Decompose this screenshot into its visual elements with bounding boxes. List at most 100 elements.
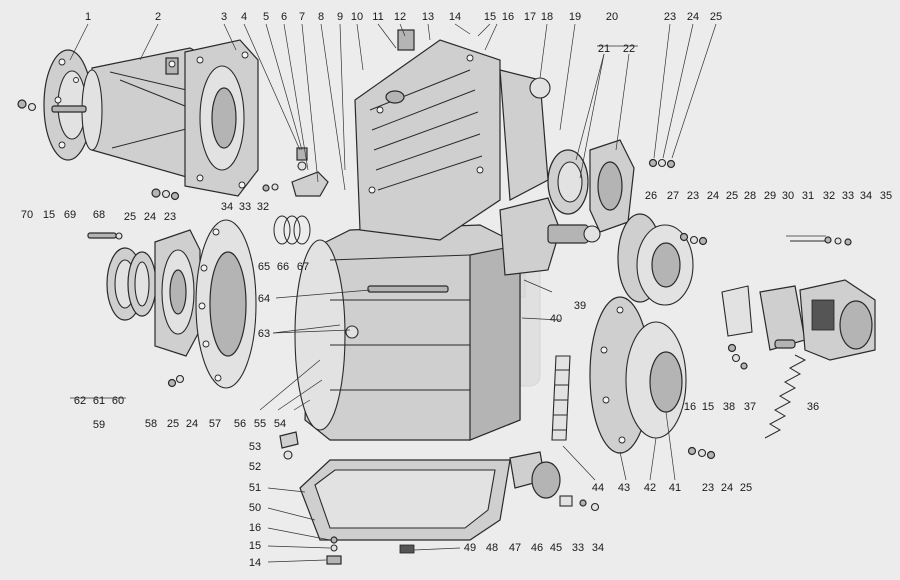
callout-label-67: 67 [297, 261, 309, 273]
callout-label-24d: 24 [186, 418, 198, 430]
bearing-rings [106, 247, 157, 321]
callout-label-23b: 23 [164, 211, 176, 223]
callout-label-5: 5 [263, 11, 269, 23]
bearing-housing [154, 229, 201, 357]
callout-label-45: 45 [550, 542, 562, 554]
callout-label-13: 13 [422, 11, 434, 23]
callout-label-48: 48 [486, 542, 498, 554]
callout-label-11: 11 [372, 11, 383, 23]
bracket-top-right [499, 69, 551, 201]
callout-label-7: 7 [299, 11, 305, 23]
callout-label-40: 40 [550, 313, 562, 325]
studs [345, 285, 449, 339]
washers-bottom-right [687, 446, 716, 460]
small-fittings [262, 147, 329, 197]
spring-36 [764, 339, 807, 439]
callout-label-46: 46 [531, 542, 543, 554]
callout-label-54: 54 [274, 418, 286, 430]
callout-label-66: 66 [277, 261, 289, 273]
bolt-68 [87, 232, 123, 240]
callout-label-24c: 24 [707, 190, 719, 202]
callout-label-1: 1 [85, 11, 91, 23]
callout-label-25d: 25 [167, 418, 179, 430]
callout-label-69: 69 [64, 209, 76, 221]
callout-label-6: 6 [281, 11, 287, 23]
callout-label-10: 10 [351, 11, 363, 23]
callout-label-37: 37 [744, 401, 756, 413]
leader-lines [69, 23, 826, 563]
callout-label-58: 58 [145, 418, 157, 430]
callout-label-30: 30 [782, 190, 794, 202]
callout-label-32b: 32 [823, 190, 835, 202]
washers-top-right [648, 158, 676, 169]
o-rings [273, 215, 311, 245]
callout-label-36: 36 [807, 401, 819, 413]
cylinder-housing [81, 47, 213, 179]
washers-lower-left [167, 374, 185, 388]
callout-label-2: 2 [155, 11, 161, 23]
callout-label-44: 44 [592, 482, 604, 494]
callout-label-49: 49 [464, 542, 476, 554]
callout-label-34b: 34 [860, 190, 872, 202]
callout-label-14t: 14 [449, 11, 461, 23]
callout-label-25b: 25 [124, 211, 136, 223]
callout-label-53: 53 [249, 441, 261, 453]
callout-label-50: 50 [249, 502, 261, 514]
callout-label-62: 62 [74, 395, 86, 407]
callout-label-38: 38 [723, 401, 735, 413]
callout-label-22: 22 [623, 43, 635, 55]
callout-label-15b: 15 [702, 401, 714, 413]
callout-label-16b: 16 [684, 401, 696, 413]
callout-label-33b: 33 [842, 190, 854, 202]
callout-label-23e: 23 [702, 482, 714, 494]
callout-label-61: 61 [93, 395, 105, 407]
pulley-26 [617, 213, 694, 306]
washers-bottom-left [326, 536, 342, 565]
cylinder-head [354, 29, 501, 241]
callout-label-19: 19 [569, 11, 581, 23]
callout-label-47: 47 [509, 542, 521, 554]
callout-label-64: 64 [258, 293, 270, 305]
callout-label-15t: 15 [484, 11, 496, 23]
callout-label-23t: 23 [664, 11, 676, 23]
fasteners-left [17, 99, 87, 113]
callout-label-39: 39 [574, 300, 586, 312]
callout-label-70: 70 [21, 209, 33, 221]
callout-label-16c: 16 [249, 522, 261, 534]
hose-44 [551, 355, 571, 441]
callout-label-3: 3 [221, 11, 227, 23]
callout-label-25t: 25 [710, 11, 722, 23]
callout-label-60: 60 [112, 395, 124, 407]
callout-label-41: 41 [669, 482, 681, 494]
round-plate [195, 219, 257, 389]
callout-label-25c: 25 [726, 190, 738, 202]
callout-label-27: 27 [667, 190, 679, 202]
callout-label-52: 52 [249, 461, 261, 473]
callout-label-29: 29 [764, 190, 776, 202]
callout-label-43: 43 [618, 482, 630, 494]
callout-label-35: 35 [880, 190, 892, 202]
callout-label-56: 56 [234, 418, 246, 430]
callout-label-15a: 15 [43, 209, 55, 221]
callout-label-28: 28 [744, 190, 756, 202]
callout-label-31: 31 [802, 190, 814, 202]
washers-pump [727, 343, 748, 370]
callout-label-26: 26 [645, 190, 657, 202]
oil-pan [299, 459, 511, 554]
side-cover [547, 139, 635, 233]
callout-label-59: 59 [93, 419, 105, 431]
callout-label-12: 12 [394, 11, 406, 23]
drain-plug [279, 431, 299, 460]
flanged-cover [184, 39, 259, 197]
callout-label-34c: 34 [592, 542, 604, 554]
callout-label-9: 9 [337, 11, 343, 23]
callout-label-21: 21 [598, 43, 610, 55]
callout-label-63: 63 [258, 328, 270, 340]
callout-label-17: 17 [524, 11, 536, 23]
callout-label-15c: 15 [249, 540, 261, 552]
drive-assembly [499, 197, 601, 276]
callout-label-34a: 34 [221, 201, 233, 213]
callout-label-18: 18 [541, 11, 553, 23]
washers-mid-left [151, 188, 180, 201]
